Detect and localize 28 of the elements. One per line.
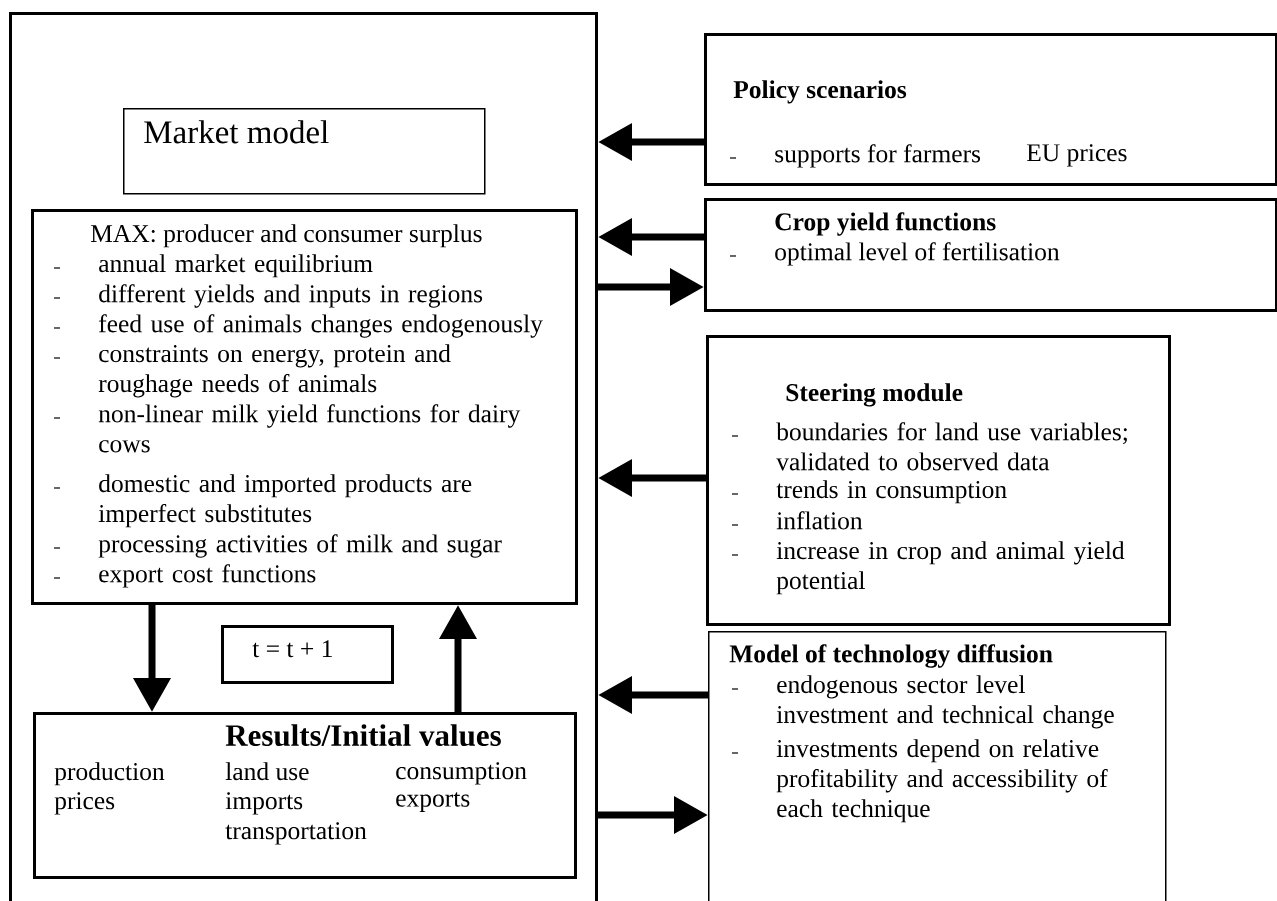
list-item: optimal level of fertilisation [775,242,1060,266]
item-text: EU prices [1026,144,1127,167]
item-text: exports [396,792,470,812]
item-text: t = t + 1 [252,640,332,658]
item-text: land use [225,762,309,781]
list-item: annual market equilibrium [99,254,373,278]
list-item: inflation [776,511,863,530]
item-text: production [54,762,165,786]
item-text: prices [54,792,115,815]
box-heading: Results/Initial values [225,724,501,747]
list-item: trends in consumption [776,480,1007,504]
item-text: imports [225,792,303,815]
list-item: export cost functions [99,564,316,588]
item-text: MAX: producer and consumer surplus [90,224,482,248]
item-text: consumption [396,762,527,785]
box-heading: Policy scenarios [733,80,907,104]
list-item: increase in crop and animal yield potential [776,541,1125,595]
list-item: investments depend on relative profitability and accessibility of each technique [776,739,1108,823]
list-item: supports for farmers [775,144,981,168]
list-item: feed use of animals changes endogenously [99,314,543,338]
box-title: Market model [144,120,329,144]
list-item: different yields and inputs in regions [99,284,483,308]
box-heading: Crop yield functions [775,212,996,236]
list-item: processing activities of milk and sugar [98,534,502,558]
box-heading: Model of technology diffusion [729,644,1053,668]
frame-box [9,12,598,901]
box-heading: Steering module [786,383,963,407]
item-text: transportation [225,822,367,845]
